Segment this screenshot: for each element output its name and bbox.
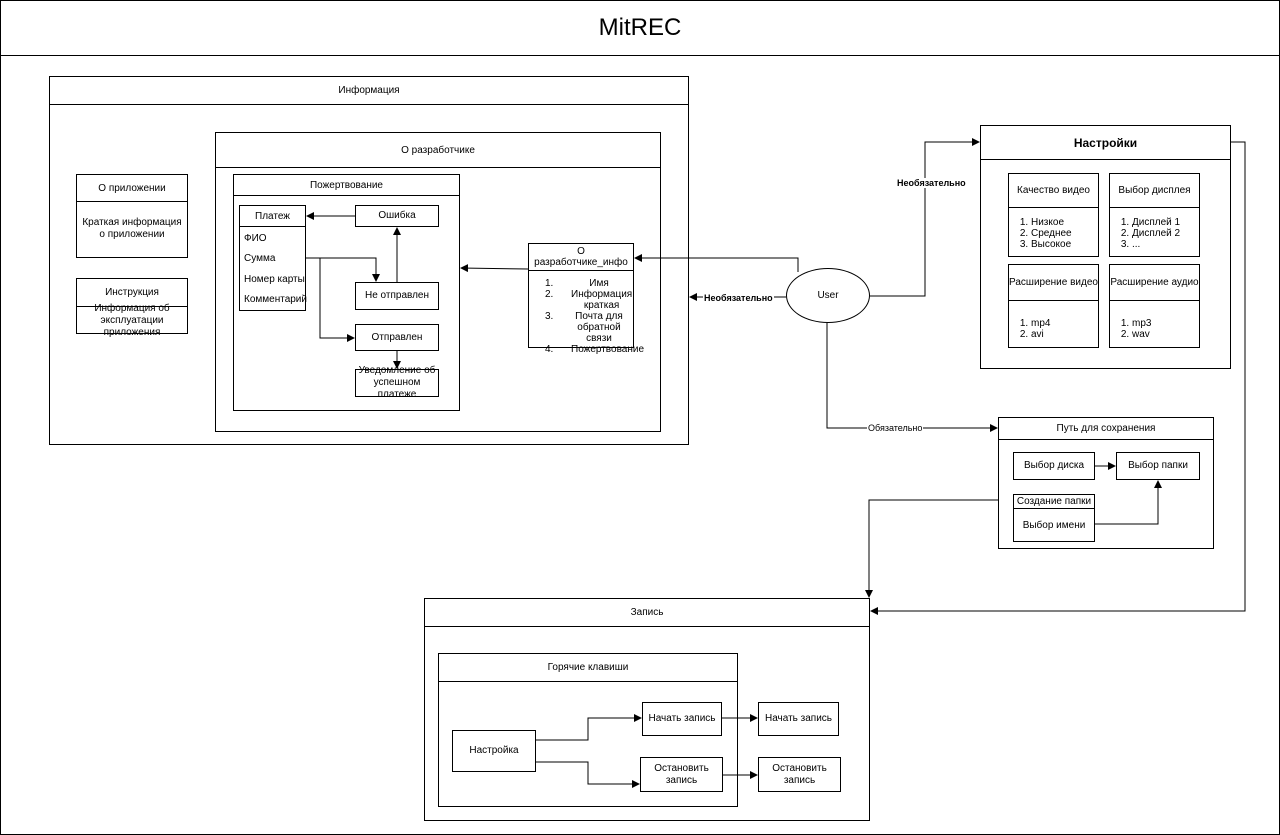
start-result-box: Начать запись bbox=[758, 702, 839, 736]
settings-title: Настройки bbox=[981, 126, 1230, 160]
instruction-box: Инструкция Информация об эксплуатации пр… bbox=[76, 278, 188, 338]
payment-box: Платеж ФИО Сумма Номер карты Комментарий bbox=[239, 205, 307, 311]
dev-info-list: 1.Имя 2.Информация краткая 3.Почта для о… bbox=[529, 278, 645, 355]
sent-box: Отправлен bbox=[355, 324, 439, 351]
audio-ext-title: Расширение аудио bbox=[1110, 265, 1199, 301]
stop-box: Остановить запись bbox=[640, 757, 723, 792]
error-box: Ошибка bbox=[355, 205, 439, 227]
video-ext-box: Расширение видео mp4avi bbox=[1008, 264, 1099, 348]
payment-field-fio: ФИО bbox=[244, 233, 267, 244]
folder-box: Выбор папки bbox=[1116, 452, 1200, 480]
create-folder-box: Создание папки Выбор имени bbox=[1013, 494, 1095, 542]
video-quality-box: Качество видео НизкоеСреднееВысокое bbox=[1008, 173, 1099, 257]
audio-ext-box: Расширение аудио mp3wav bbox=[1109, 264, 1200, 348]
video-ext-list: mp4avi bbox=[1009, 318, 1050, 340]
dev-info-item: 4.Пожертвование bbox=[545, 344, 645, 355]
instruction-text: Информация об эксплуатации приложения bbox=[94, 303, 170, 338]
payment-field-sum: Сумма bbox=[244, 253, 276, 264]
record-title: Запись bbox=[425, 599, 869, 627]
diagram-title: MitREC bbox=[598, 13, 682, 41]
about-app-box: О приложении Краткая информация о прилож… bbox=[76, 174, 188, 258]
display-title: Выбор дисплея bbox=[1110, 174, 1199, 208]
payment-field-card: Номер карты bbox=[244, 274, 305, 285]
display-box: Выбор дисплея Дисплей 1Дисплей 2... bbox=[1109, 173, 1200, 257]
dev-info-item: 2.Информация краткая bbox=[545, 289, 633, 311]
dev-info-item: 1.Имя bbox=[545, 278, 609, 289]
hotkeys-title: Горячие клавиши bbox=[439, 654, 737, 682]
dev-info-box: О разработчике_инфо 1.Имя 2.Информация к… bbox=[528, 243, 644, 355]
instruction-title: Инструкция bbox=[77, 279, 187, 307]
about-app-text: Краткая информация о приложении bbox=[82, 217, 182, 240]
donation-title: Пожертвование bbox=[234, 175, 459, 196]
about-dev-title: О разработчике bbox=[216, 133, 660, 168]
about-app-title: О приложении bbox=[77, 175, 187, 202]
name-choice: Выбор имени bbox=[1022, 519, 1086, 531]
start-box: Начать запись bbox=[642, 702, 722, 736]
create-folder-title: Создание папки bbox=[1014, 495, 1094, 509]
label-required-path: Обязательно bbox=[867, 423, 924, 433]
stop-result-box: Остановить запись bbox=[758, 757, 841, 792]
disk-box: Выбор диска bbox=[1013, 452, 1095, 480]
dev-info-title: О разработчике_инфо bbox=[529, 244, 633, 271]
notification-box: Уведомление об успешном платеже bbox=[355, 365, 439, 400]
info-title: Информация bbox=[50, 77, 688, 105]
payment-title: Платеж bbox=[240, 206, 305, 227]
video-quality-list: НизкоеСреднееВысокое bbox=[1009, 217, 1072, 250]
save-path-title: Путь для сохранения bbox=[999, 418, 1213, 440]
display-list: Дисплей 1Дисплей 2... bbox=[1110, 217, 1180, 250]
user-label: User bbox=[817, 290, 839, 301]
not-sent-box: Не отправлен bbox=[355, 282, 439, 310]
diagram-title-bar: MitREC bbox=[0, 0, 1280, 56]
label-optional-settings: Необязательно bbox=[896, 178, 967, 188]
dev-info-item: 3.Почта для обратной связи bbox=[545, 311, 623, 344]
user-node: User bbox=[786, 268, 870, 323]
payment-field-comment: Комментарий bbox=[244, 294, 307, 305]
audio-ext-list: mp3wav bbox=[1110, 318, 1151, 340]
setup-box: Настройка bbox=[452, 730, 536, 772]
video-quality-title: Качество видео bbox=[1009, 174, 1098, 208]
label-optional-info: Необязательно bbox=[703, 293, 774, 303]
video-ext-title: Расширение видео bbox=[1009, 265, 1098, 301]
